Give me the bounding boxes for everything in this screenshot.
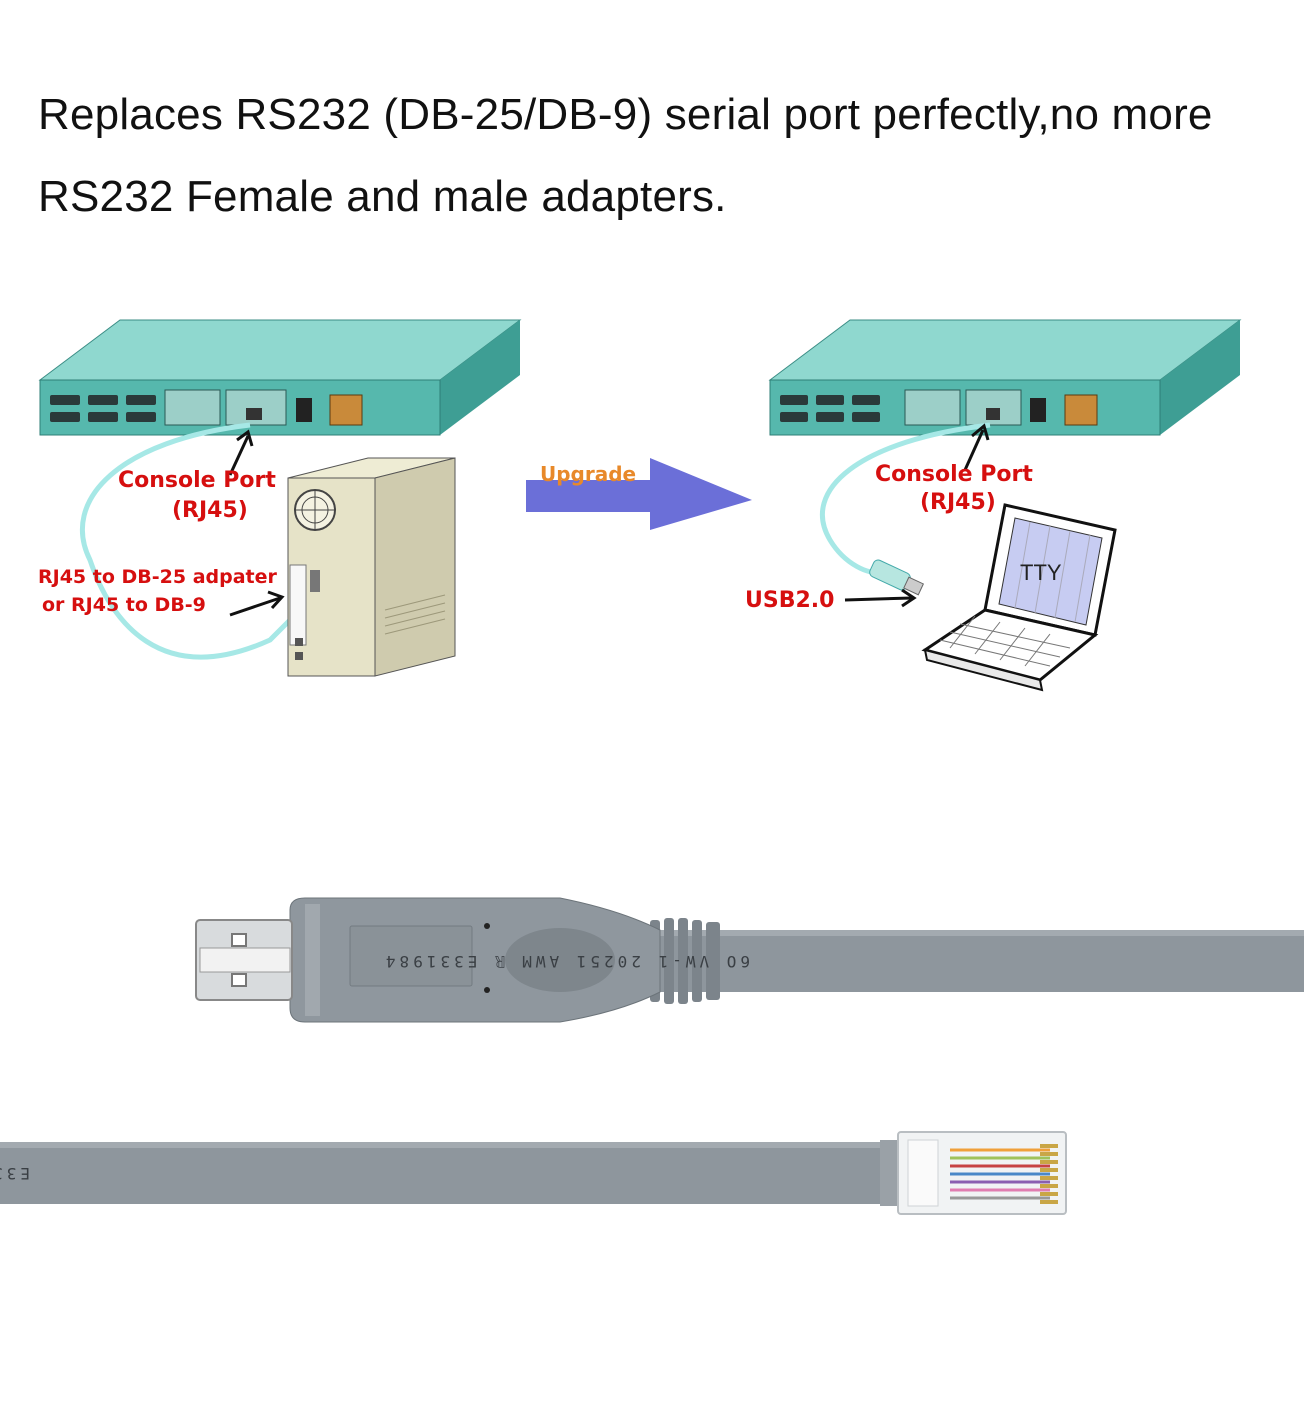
bottom-cable-print: E331984 ℝ CABLE 150V 60°C bbox=[0, 1164, 30, 1183]
headline-line-1: Replaces RS232 (DB-25/DB-9) serial port … bbox=[38, 90, 1213, 139]
right-console-port-label: Console Port bbox=[875, 462, 1033, 487]
left-server-illustration bbox=[38, 319, 522, 436]
adapter-label-line-2: or RJ45 to DB-9 bbox=[42, 594, 206, 616]
usb-cable-illustration bbox=[195, 897, 1304, 1023]
adapter-label-line-1: RJ45 to DB-25 adpater bbox=[38, 566, 277, 588]
upgrade-arrow bbox=[526, 458, 752, 530]
rj45-cable-illustration bbox=[0, 1131, 1067, 1215]
usb-label: USB2.0 bbox=[745, 588, 835, 613]
left-console-cable bbox=[79, 422, 292, 660]
right-pointer-arrows bbox=[844, 423, 990, 608]
laptop-screen-text: TTY bbox=[1020, 560, 1062, 585]
laptop-illustration: TTY bbox=[921, 503, 1117, 692]
top-cable-print: 6O VW-1 20251 AWM ℝ E331984 bbox=[382, 952, 750, 971]
right-console-cable bbox=[819, 422, 991, 576]
left-rj45-label: (RJ45) bbox=[172, 498, 248, 523]
right-server-illustration bbox=[768, 319, 1242, 436]
left-console-port-label: Console Port bbox=[118, 468, 276, 493]
right-rj45-label: (RJ45) bbox=[920, 490, 996, 515]
left-pointer-arrows bbox=[228, 429, 285, 617]
upgrade-label: Upgrade bbox=[540, 462, 637, 486]
headline-line-2: RS232 Female and male adapters. bbox=[38, 172, 727, 221]
pc-tower-illustration bbox=[287, 457, 456, 677]
usb-plug-illustration bbox=[869, 559, 925, 596]
